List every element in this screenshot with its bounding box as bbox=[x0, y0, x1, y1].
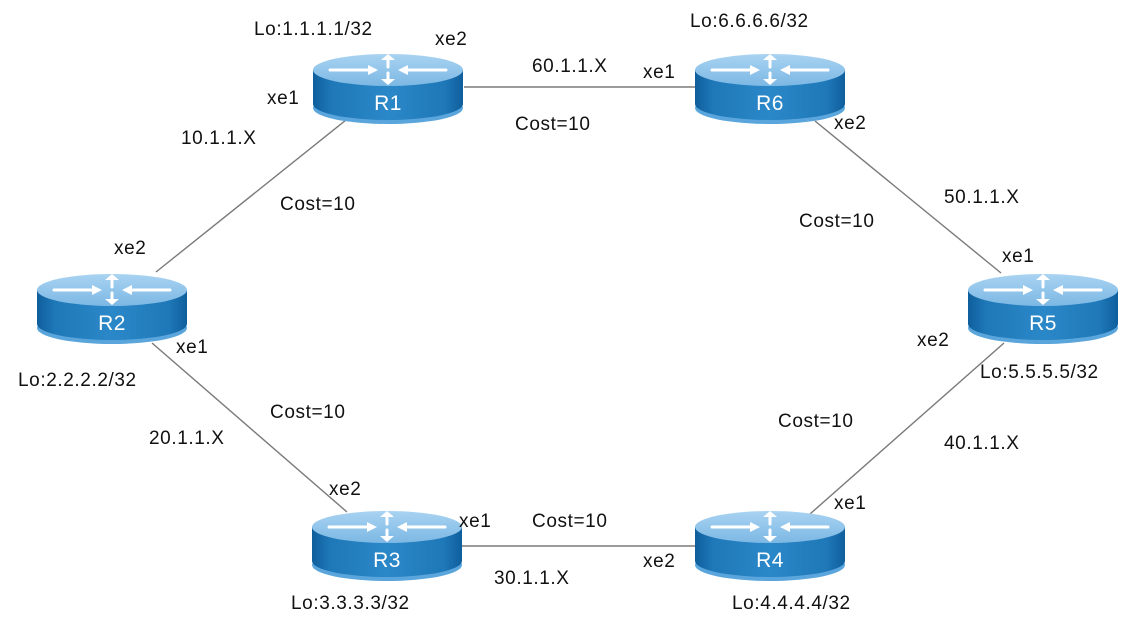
router-name: R2 bbox=[98, 312, 126, 335]
interface-label-r1-xe1: xe1 bbox=[267, 88, 299, 109]
interface-label-r3-xe1: xe1 bbox=[459, 511, 491, 532]
interface-label-r2-xe2: xe2 bbox=[114, 238, 146, 259]
subnet-label-10: 10.1.1.X bbox=[181, 128, 257, 149]
router-r2[interactable]: R2 bbox=[35, 272, 189, 346]
subnet-label-20: 20.1.1.X bbox=[149, 428, 225, 449]
interface-label-r5-xe2: xe2 bbox=[917, 330, 949, 351]
interface-label-r2-xe1: xe1 bbox=[176, 337, 208, 358]
interface-label-r4-xe1: xe1 bbox=[834, 493, 866, 514]
interface-label-r3-xe2: xe2 bbox=[329, 479, 361, 500]
cost-label-r6-r1: Cost=10 bbox=[515, 114, 591, 135]
loopback-label-r5: Lo:5.5.5.5/32 bbox=[980, 362, 1099, 383]
loopback-label-r6: Lo:6.6.6.6/32 bbox=[690, 11, 809, 32]
subnet-label-50: 50.1.1.X bbox=[944, 187, 1020, 208]
router-r6[interactable]: R6 bbox=[693, 52, 847, 126]
cost-label-r5-r6: Cost=10 bbox=[799, 211, 875, 232]
router-name: R6 bbox=[756, 92, 784, 115]
link-r2-r3 bbox=[151, 342, 348, 513]
loopback-label-r3: Lo:3.3.3.3/32 bbox=[291, 593, 410, 614]
router-name: R3 bbox=[373, 549, 401, 572]
loopback-label-r1: Lo:1.1.1.1/32 bbox=[254, 19, 373, 40]
router-name: R1 bbox=[374, 92, 402, 115]
subnet-label-60: 60.1.1.X bbox=[532, 56, 608, 77]
interface-label-r6-xe2: xe2 bbox=[834, 113, 866, 134]
router-name: R5 bbox=[1029, 312, 1057, 335]
cost-label-r3-r4: Cost=10 bbox=[532, 511, 608, 532]
loopback-label-r4: Lo:4.4.4.4/32 bbox=[732, 593, 851, 614]
links bbox=[151, 86, 1005, 547]
cost-label-r4-r5: Cost=10 bbox=[778, 411, 854, 432]
cost-label-r2-r3: Cost=10 bbox=[270, 402, 346, 423]
interface-label-r4-xe2: xe2 bbox=[643, 551, 675, 572]
router-r4[interactable]: R4 bbox=[693, 509, 847, 583]
interface-label-r6-xe1: xe1 bbox=[643, 62, 675, 83]
link-r4-r5 bbox=[809, 342, 1005, 515]
router-r5[interactable]: R5 bbox=[966, 272, 1120, 346]
subnet-label-40: 40.1.1.X bbox=[944, 433, 1020, 454]
cost-label-r1-r2: Cost=10 bbox=[280, 194, 356, 215]
link-r1-r2 bbox=[155, 119, 347, 273]
loopback-label-r2: Lo:2.2.2.2/32 bbox=[18, 370, 137, 391]
router-name: R4 bbox=[756, 549, 784, 572]
interface-label-r5-xe1: xe1 bbox=[1002, 246, 1034, 267]
link-r5-r6 bbox=[814, 120, 1002, 274]
interface-label-r1-xe2: xe2 bbox=[435, 29, 467, 50]
subnet-label-30: 30.1.1.X bbox=[494, 568, 570, 589]
router-r3[interactable]: R3 bbox=[310, 509, 464, 583]
router-r1[interactable]: R1 bbox=[311, 52, 465, 126]
